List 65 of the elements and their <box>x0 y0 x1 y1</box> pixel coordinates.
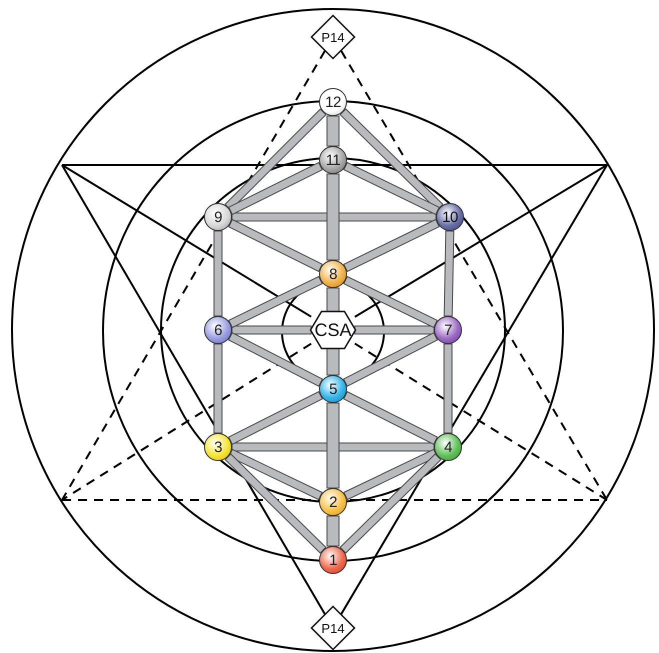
hexagon-node <box>310 311 356 349</box>
connector-bar <box>444 230 454 317</box>
connector-bar <box>228 391 323 445</box>
dashed-line <box>61 342 312 501</box>
connector-bar <box>343 218 440 272</box>
sphere-node <box>319 488 347 516</box>
node-number: 3 <box>214 440 222 454</box>
connector-bar <box>214 344 222 434</box>
connector-bar <box>343 276 438 328</box>
dashed-line <box>340 50 608 500</box>
node-number: 11 <box>326 152 340 168</box>
dashed-line <box>354 342 608 501</box>
connector-bar <box>228 448 323 500</box>
connector-bar <box>354 326 434 334</box>
connector-bar <box>326 174 340 260</box>
connector-bar <box>228 332 324 387</box>
connector-bar <box>232 212 436 222</box>
connector-bar <box>326 402 340 488</box>
node-number: 12 <box>325 94 341 110</box>
connector-bar <box>228 218 323 272</box>
sphere-node <box>434 433 462 461</box>
connector-bar <box>444 344 452 434</box>
connector-bar <box>342 332 438 387</box>
sphere-node <box>204 316 232 344</box>
connector-bar <box>326 516 340 546</box>
sphere-node <box>436 203 464 231</box>
connector-bar <box>232 326 312 334</box>
node-label: P14 <box>321 30 345 44</box>
node-number: 8 <box>329 266 337 282</box>
sphere-node <box>204 203 232 231</box>
connector-bar <box>228 276 323 328</box>
node-label: P14 <box>321 622 345 634</box>
node-number: 10 <box>442 210 458 224</box>
node-label: CSA <box>314 321 352 339</box>
connector-bar <box>214 230 222 316</box>
node-number: 6 <box>214 322 222 338</box>
node-number: 4 <box>444 440 452 454</box>
connector-bar <box>326 288 340 312</box>
connector-bar <box>343 162 440 216</box>
connector-bar <box>326 348 340 376</box>
connector-bar <box>228 162 323 216</box>
connector-bar <box>343 448 438 500</box>
sphere-node <box>319 146 347 174</box>
sphere-node <box>319 260 347 288</box>
sphere-node <box>319 88 347 116</box>
connector-bar <box>326 116 340 146</box>
connector-bar <box>340 453 442 554</box>
node-number: 7 <box>444 322 452 338</box>
connector-bar <box>224 453 326 554</box>
diamond-node <box>311 606 355 650</box>
connector-bar <box>343 391 438 445</box>
connector-bar <box>232 442 434 452</box>
line <box>340 164 608 615</box>
node-number: 5 <box>329 382 337 396</box>
node-number: 2 <box>329 494 337 510</box>
line <box>61 164 312 318</box>
node-number: 1 <box>329 552 337 568</box>
sphere-node <box>434 316 462 344</box>
diamond-node <box>311 15 355 59</box>
sphere-node <box>204 433 232 461</box>
node-number: 9 <box>214 210 222 224</box>
line <box>354 164 608 318</box>
sphere-node <box>319 375 347 403</box>
dashed-line <box>61 50 326 500</box>
sphere-node <box>319 546 347 574</box>
